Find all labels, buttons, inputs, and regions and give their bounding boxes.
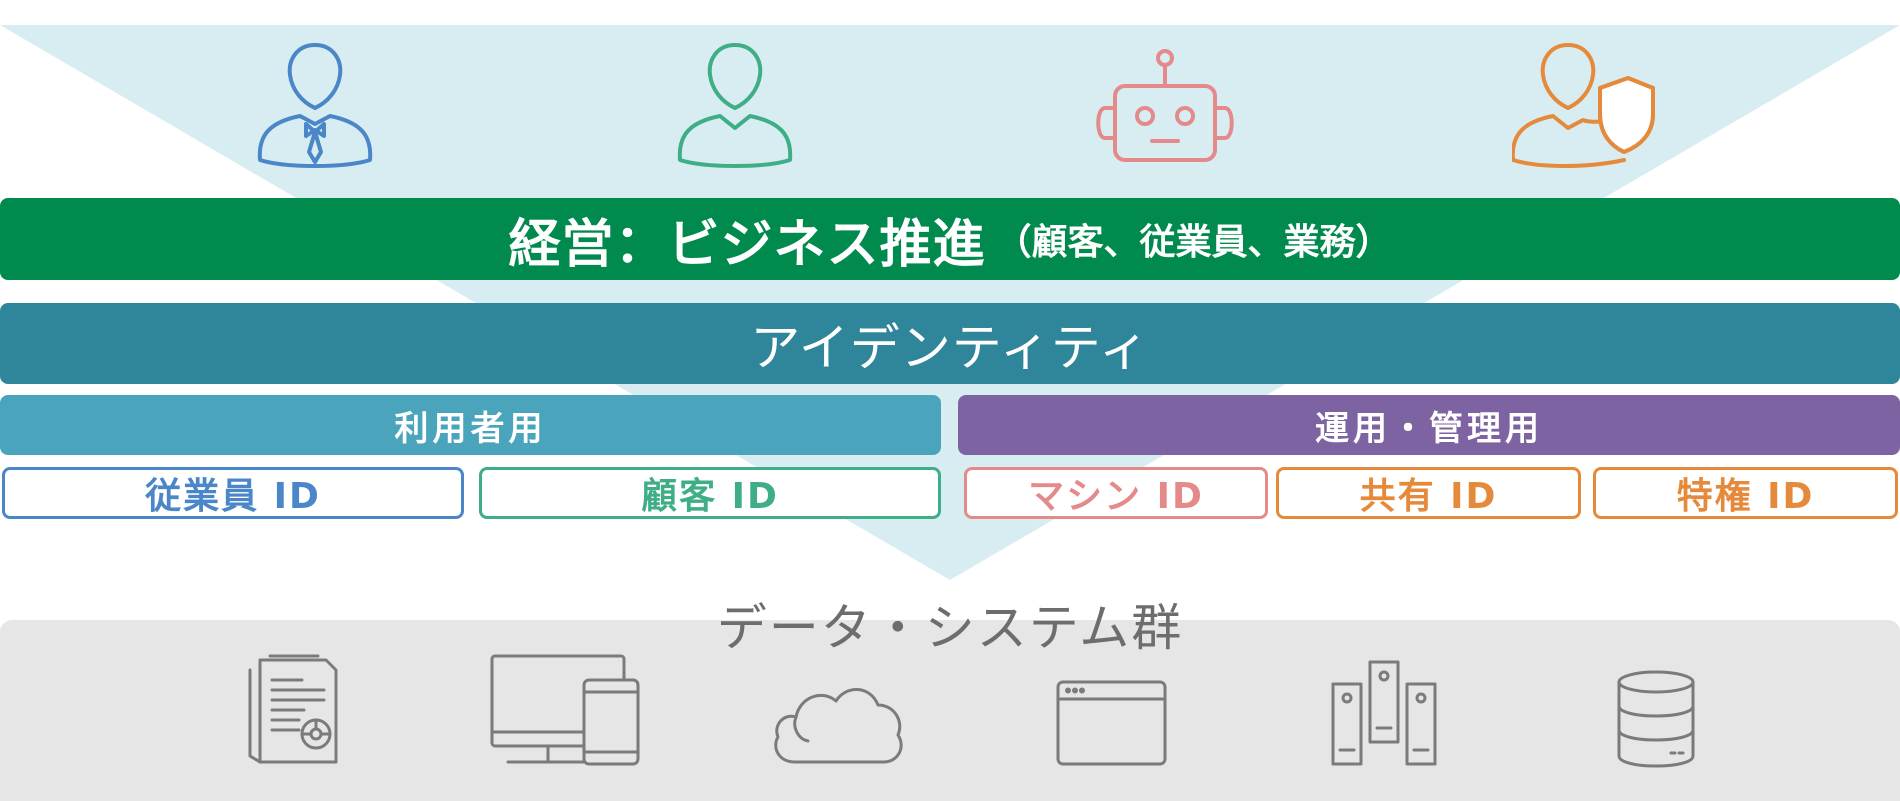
user-group-bar: 利用者用 — [0, 395, 941, 455]
document-icon — [248, 654, 338, 764]
devices-icon — [490, 654, 640, 766]
customer-icon — [677, 43, 793, 168]
identity-bar: アイデンティティ — [0, 303, 1900, 384]
machine-id-box: マシン ID — [964, 467, 1268, 519]
data-systems-title: データ・システム群 — [716, 599, 1184, 657]
privileged-id-box: 特権 ID — [1593, 467, 1898, 519]
customer-id-label: 顧客 ID — [641, 476, 779, 517]
business-promotion-bar: 経営：ビジネス推進 （顧客、従業員、業務） — [0, 198, 1900, 280]
database-icon — [1617, 670, 1695, 768]
privileged-id-label: 特権 ID — [1676, 476, 1815, 517]
admin-group-label: 運用・管理用 — [1315, 408, 1543, 449]
cloud-icon — [774, 688, 903, 764]
employee-id-box: 従業員 ID — [2, 467, 464, 519]
business-title: 経営：ビジネス推進 — [508, 214, 986, 275]
admin-group-bar: 運用・管理用 — [958, 395, 1900, 455]
customer-id-box: 顧客 ID — [479, 467, 941, 519]
data-systems-panel — [0, 620, 1900, 801]
business-subtitle: （顧客、従業員、業務） — [995, 222, 1392, 263]
shared-id-label: 共有 ID — [1359, 476, 1498, 517]
identity-title: アイデンティティ — [750, 318, 1150, 377]
servers-icon — [1331, 660, 1437, 766]
user-group-label: 利用者用 — [394, 408, 547, 449]
browser-window-icon — [1056, 680, 1167, 766]
admin-shield-icon — [1512, 43, 1655, 168]
robot-icon — [1096, 49, 1234, 162]
machine-id-label: マシン ID — [1028, 476, 1204, 517]
employee-icon — [257, 43, 373, 168]
shared-id-box: 共有 ID — [1276, 467, 1581, 519]
employee-id-label: 従業員 ID — [145, 476, 321, 517]
